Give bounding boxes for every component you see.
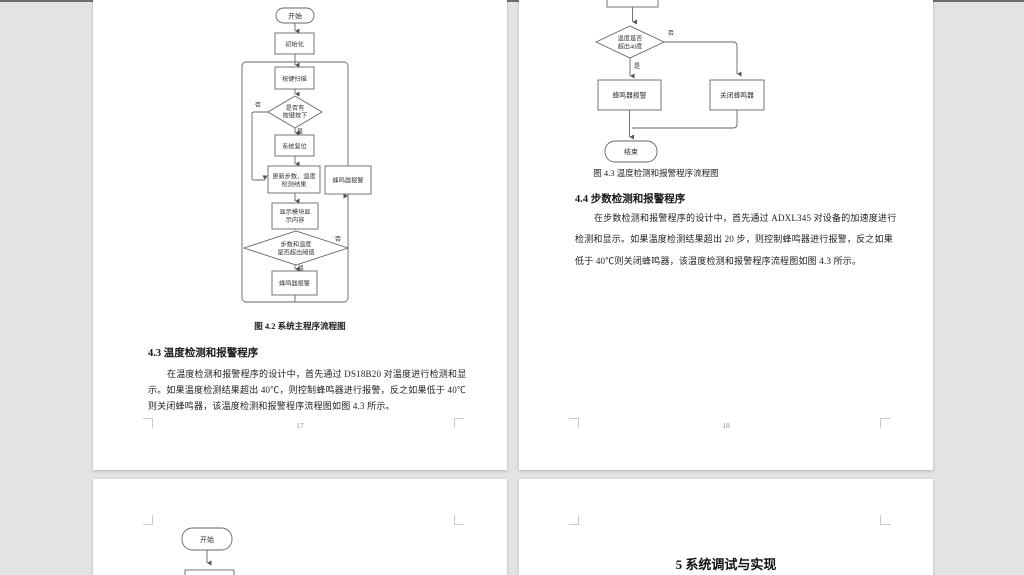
next-flowchart-start: 开始 [181, 527, 235, 575]
flow-label-yes2: 是 [298, 266, 304, 273]
flow-node-close-buzzer [709, 79, 765, 111]
flow-label-yes: 是 [634, 63, 640, 70]
section-4-3-body-line2: 示。如果温度检测结果超出 40℃，则控制蜂鸣器进行报警，反之如果低于 40℃ [148, 385, 467, 395]
flow-label-no: 否 [668, 30, 674, 37]
flow-label-reset: 系统复位 [282, 143, 307, 151]
figure-4-2-caption: 图 4.2 系统主程序流程图 [254, 321, 346, 331]
flow-decision-key-pressed [267, 95, 323, 129]
text-boundary-mark-top-left [143, 515, 153, 525]
flow-label-update-line2: 检测结果 [282, 181, 307, 189]
flow-label-start: 开始 [200, 535, 214, 544]
temperature-alarm-flowchart: 温度是否 超出40度 否 是 蜂鸣器报警 关闭蜂鸣器 结束 [594, 0, 765, 163]
flow-label-start: 开始 [288, 12, 302, 21]
flow-node-buzzer-alarm-right [324, 165, 372, 195]
section-4-3-heading: 4.3 温度检测和报警程序 [148, 348, 259, 359]
section-4-4-body-line3: 低于 40℃则关闭蜂鸣器，该温度检测和报警程序流程图如图 4.3 所示。 [575, 256, 862, 266]
flow-node-key-scan [274, 66, 315, 90]
document-page-19: 开始 [93, 479, 507, 575]
document-page-18: 温度是否 超出40度 否 是 蜂鸣器报警 关闭蜂鸣器 结束 图 4.3 温度检测… [519, 0, 933, 470]
text-boundary-mark-top-right [454, 515, 464, 525]
flow-node-cutoff-top [606, 0, 659, 8]
flow-label-display-line1: 显示模块显 [280, 208, 311, 216]
flow-edge-merge [632, 110, 738, 129]
flow-node-cutoff-bottom [184, 569, 235, 575]
flow-label-update-line1: 更新步数、温度 [272, 173, 315, 181]
flow-label-close: 关闭蜂鸣器 [720, 91, 754, 100]
flow-decision-threshold [242, 230, 350, 266]
main-program-flowchart: 开始 初始化 按键扫描 是否有 按键按下 否 是 系统复位 更新步数、温度 检测… [241, 7, 372, 303]
flow-node-buzzer-alarm [597, 79, 662, 111]
flow-node-display-module [271, 202, 319, 230]
text-boundary-mark-bottom-right [880, 418, 890, 428]
flow-edge-no-feedback [251, 111, 268, 181]
document-page-20: 5 系统调试与实现 [519, 479, 933, 575]
section-4-4-body-line2: 检测和显示。如果温度检测结果超出 20 步，则控制蜂鸣器进行报警，反之如果 [575, 234, 893, 244]
flow-label-end: 结束 [624, 147, 638, 156]
flow-label-display-line2: 示内容 [286, 216, 305, 224]
text-boundary-mark-top-right [880, 515, 890, 525]
flow-node-update-results [267, 165, 321, 194]
section-4-3-body-line1: 在温度检测和报警程序的设计中，首先通过 DS18B20 对温度进行检测和显 [167, 369, 467, 379]
flow-node-system-reset [274, 134, 315, 157]
flow-label-no1: 否 [255, 102, 261, 109]
text-boundary-mark-bottom-right [454, 418, 464, 428]
flow-label-yes1: 是 [297, 129, 303, 136]
document-page-17: 开始 初始化 按键扫描 是否有 按键按下 否 是 系统复位 更新步数、温度 检测… [93, 0, 507, 470]
flow-label-d1-line1: 温度是否 [618, 35, 643, 43]
section-4-3-body-line3: 则关闭蜂鸣器，该温度检测和报警程序流程图如图 4.3 所示。 [148, 401, 395, 411]
flow-label-scan: 按键扫描 [282, 75, 307, 83]
flow-label-d1-line2: 超出40度 [618, 43, 643, 51]
chapter-5-heading: 5 系统调试与实现 [675, 557, 777, 572]
section-4-4-body-line1: 在步数检测和报警程序的设计中，首先通过 ADXL345 对设备的加速度进行 [594, 213, 897, 223]
text-boundary-mark-top-left [569, 515, 579, 525]
flow-node-buzzer-alarm-bottom [271, 270, 318, 296]
window-top-border [0, 0, 1024, 2]
figure-4-3-caption: 图 4.3 温度检测和报警程序流程图 [593, 168, 719, 178]
flow-label-init: 初始化 [285, 41, 304, 49]
flow-label-d1-line1: 是否有 [286, 104, 305, 112]
text-boundary-mark-bottom-left [143, 418, 153, 428]
flow-label-alarm: 蜂鸣器报警 [613, 91, 647, 100]
flow-label-d2-line1: 步数和温度 [281, 241, 312, 249]
text-boundary-mark-bottom-left [569, 418, 579, 428]
flow-label-no2: 否 [335, 236, 341, 243]
flow-edge-no-branch [664, 41, 742, 77]
flow-label-d2-line2: 是否超出阈值 [277, 249, 314, 257]
flow-node-init [274, 32, 315, 55]
page-number: 17 [296, 421, 304, 430]
page-number: 18 [722, 421, 730, 430]
flow-label-d1-line2: 按键按下 [283, 112, 308, 120]
flow-label-buzzer-bottom: 蜂鸣器报警 [279, 280, 310, 288]
section-4-4-heading: 4.4 步数检测和报警程序 [575, 194, 686, 205]
flow-node-start [275, 7, 315, 24]
flow-node-end [604, 140, 658, 163]
flow-label-buzzer-right: 蜂鸣器报警 [333, 177, 364, 185]
